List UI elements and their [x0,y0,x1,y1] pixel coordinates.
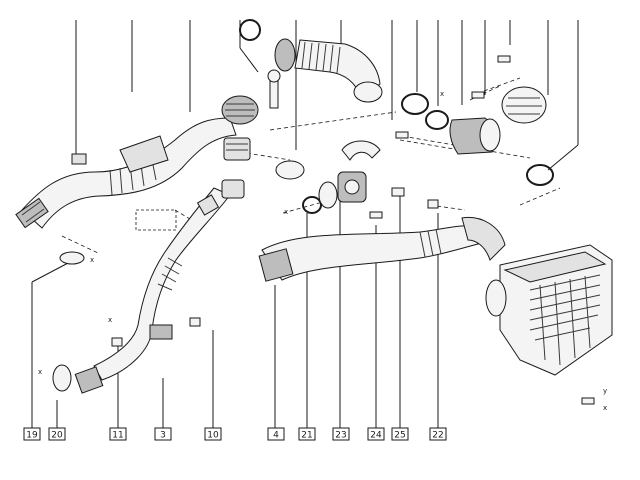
callout-number: 21 [301,431,312,441]
callout-19: 19 [23,427,41,441]
callout-number: 19 [26,431,38,441]
callout-23: 23 [332,427,350,441]
callout-24: 24 [367,427,385,441]
callout-box [204,427,222,441]
callout-number: 4 [273,431,279,441]
callout-10: 10 [204,427,222,441]
callout-number: 3 [160,431,166,441]
top-intake-hose [239,19,383,103]
dim-x-center: x [284,208,288,216]
left-intake-hose [15,117,237,265]
callout-box [332,427,350,441]
bottom-leader-lines [31,195,439,428]
callout-box [48,427,66,441]
center-valve-assembly [302,140,405,219]
callout-4: 4 [267,427,285,441]
callout-number: 10 [207,431,219,441]
dim-y-right: y [603,387,607,395]
callout-25: 25 [391,427,409,441]
callout-box [429,427,447,441]
assembly-dashed-lines [61,77,561,254]
callout-box [154,427,172,441]
top-leader-lines [75,20,579,171]
callout-box [367,427,385,441]
callout-20: 20 [48,427,66,441]
callout-box [298,427,316,441]
callout-box [109,427,127,441]
dim-x-lower: x [108,316,112,324]
dim-x-left: x [38,368,42,376]
callout-11: 11 [109,427,127,441]
callout-3: 3 [154,427,172,441]
lower-s-hose [52,179,245,394]
upper-right-components [395,55,554,186]
intercooler-block [485,244,613,405]
callout-number: 23 [335,431,346,441]
callout-number: 22 [432,431,443,441]
intercooler-pipe [258,199,506,282]
callout-22: 22 [429,427,447,441]
dimension-marks: x x x x x y x [38,90,607,412]
dim-x-upper: x [440,90,444,98]
callout-labels: 19 20 11 3 10 4 21 23 24 25 22 [23,427,447,441]
dim-x-right: x [603,404,607,412]
callout-box [23,427,41,441]
callout-box [267,427,285,441]
callout-number: 11 [112,431,123,441]
callout-number: 24 [370,431,382,441]
callout-box [391,427,409,441]
callout-number: 25 [394,431,405,441]
turbo-resonator [221,69,305,180]
callout-21: 21 [298,427,316,441]
dim-x-left-hose: x [90,256,94,264]
callout-number: 20 [51,431,63,441]
